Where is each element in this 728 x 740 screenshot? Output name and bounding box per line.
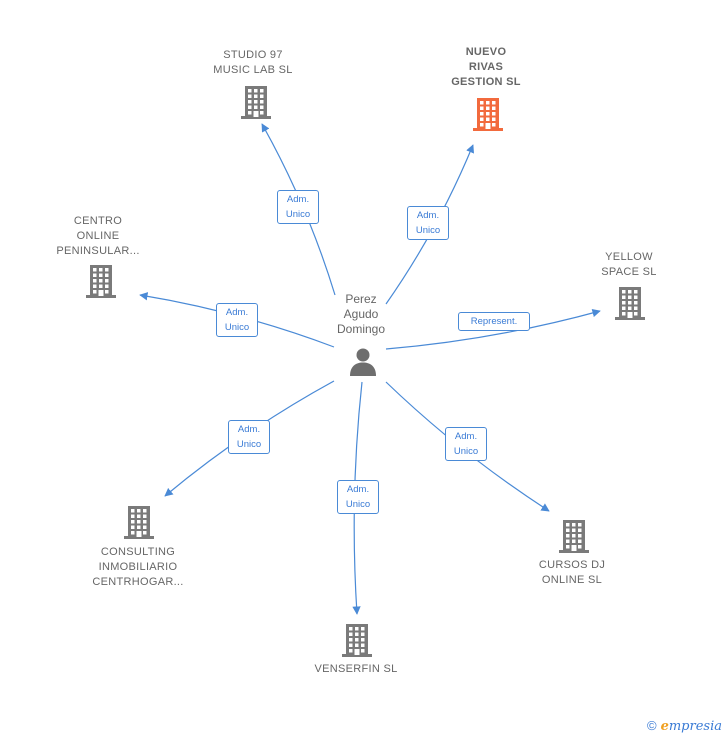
company-name-venserfin[interactable]: VENSERFIN SL <box>314 663 398 675</box>
brand-initial: e <box>660 719 669 734</box>
building-icon[interactable] <box>558 519 590 558</box>
building-icon[interactable] <box>341 623 373 662</box>
building-icon[interactable] <box>85 264 117 303</box>
copyright-symbol: © <box>646 718 657 733</box>
relation-label-consulting[interactable]: Adm. Unico <box>228 420 270 454</box>
relation-label-cursos[interactable]: Adm. Unico <box>445 427 487 461</box>
building-icon[interactable] <box>614 286 646 325</box>
person-name[interactable]: Perez Agudo Domingo <box>336 292 386 336</box>
relation-label-studio97[interactable]: Adm. Unico <box>277 190 319 224</box>
building-icon[interactable] <box>123 505 155 544</box>
company-name-centro[interactable]: CENTRO ONLINE PENINSULAR... <box>56 215 140 257</box>
building-icon[interactable] <box>240 85 272 124</box>
relation-label-venserfin[interactable]: Adm. Unico <box>337 480 379 514</box>
company-name-cursos[interactable]: CURSOS DJ ONLINE SL <box>538 559 606 586</box>
building-icon[interactable] <box>472 97 504 136</box>
brand-footer: ©empresia <box>647 718 722 734</box>
person-icon[interactable] <box>348 346 378 381</box>
relation-label-centro[interactable]: Adm. Unico <box>216 303 258 337</box>
brand-name: mpresia <box>668 719 722 734</box>
company-name-studio97[interactable]: STUDIO 97 MUSIC LAB SL <box>213 49 293 76</box>
company-name-consulting[interactable]: CONSULTING INMOBILIARIO CENTRHOGAR... <box>92 546 184 588</box>
relation-label-nuevo[interactable]: Adm. Unico <box>407 206 449 240</box>
edge-yellow <box>385 308 601 350</box>
company-name-nuevo[interactable]: NUEVO RIVAS GESTION SL <box>451 46 521 88</box>
relation-label-yellow[interactable]: Represent. <box>458 312 530 331</box>
company-name-yellow[interactable]: YELLOW SPACE SL <box>601 251 657 278</box>
